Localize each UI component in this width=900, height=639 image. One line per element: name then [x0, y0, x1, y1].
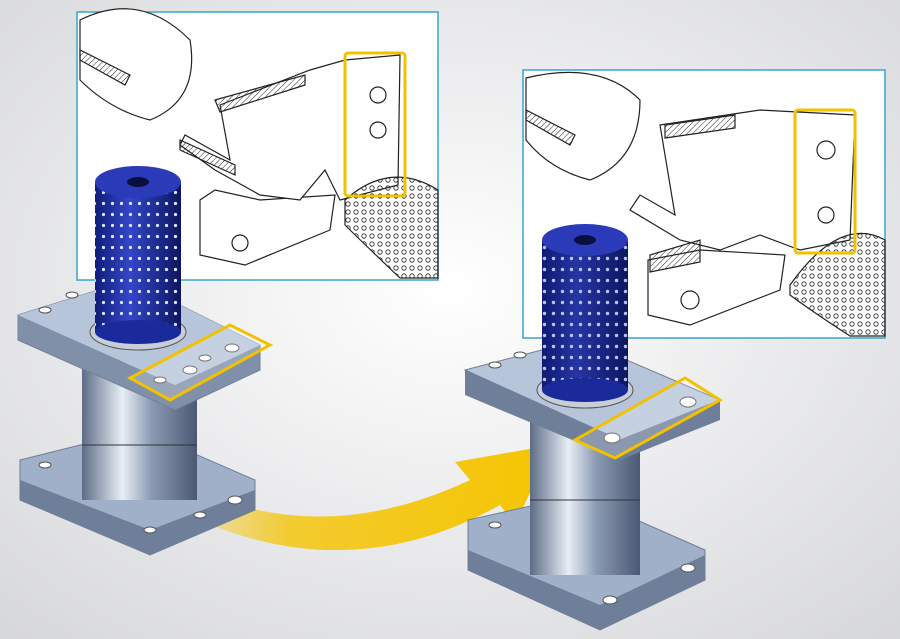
highlight-box-inset-before	[343, 51, 407, 198]
highlight-box-inset-after	[793, 108, 857, 255]
bushing-section-drawing	[79, 8, 193, 121]
die-set-after	[463, 224, 723, 631]
die-set-before	[17, 166, 274, 556]
inset-drawing-before	[76, 8, 439, 281]
highlight-box-plate-after	[571, 376, 723, 460]
transition-arrow	[150, 445, 552, 551]
bushing-section-drawing	[525, 71, 641, 181]
highlight-box-plate-before	[126, 323, 274, 402]
inset-drawing-after	[522, 69, 886, 339]
